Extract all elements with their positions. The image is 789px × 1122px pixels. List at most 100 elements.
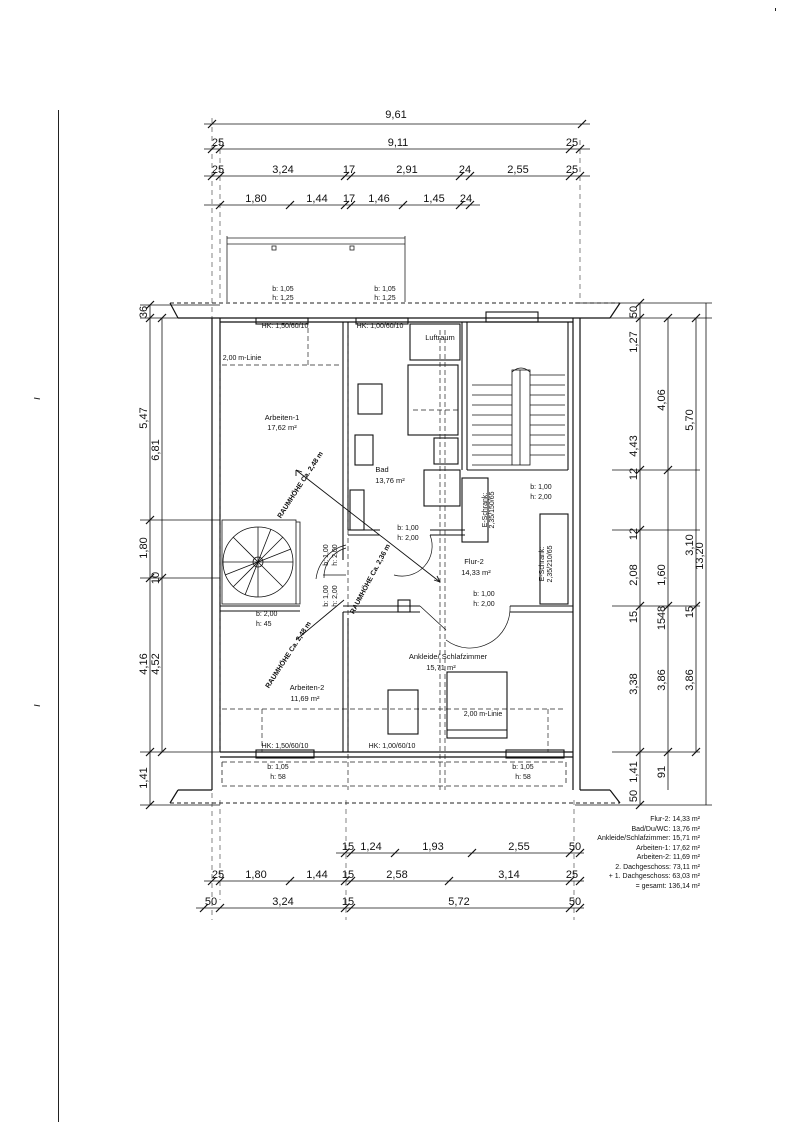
- dim-top-r3-f: 2,55: [507, 164, 528, 176]
- dim-bot-r1-e: 50: [569, 841, 581, 853]
- dim-bot-r1-a: 15: [342, 841, 354, 853]
- dim-right-c3-4: 3,86: [684, 669, 696, 690]
- door-ank-b: b: 1,00: [473, 591, 495, 598]
- left-dimensions: [140, 300, 220, 810]
- dim-bot-r1-b: 1,24: [360, 841, 381, 853]
- dim-top-r4-e: 1,45: [423, 193, 444, 205]
- line-2m-bottom: 2,00 m-Linie: [464, 711, 503, 718]
- door-flur-top-h: h: 2,00: [530, 494, 552, 501]
- dim-left-outer-5: 1,41: [138, 767, 150, 788]
- room-luftraum: Luftraum: [425, 333, 455, 342]
- room-arbeiten2-name: Arbeiten-2: [290, 683, 325, 692]
- dim-right-c2-1: 4,06: [656, 389, 668, 410]
- dim-bot-r3-c: 15: [342, 896, 354, 908]
- dim-right-c1-2: 1,27: [628, 331, 640, 352]
- bottom-dimensions: [196, 848, 585, 913]
- dim-top-r2-a: 25: [212, 137, 224, 149]
- room-arbeiten1-area: 17,62 m²: [267, 423, 297, 432]
- area-row: Ankleide/Schlafzimmer: 15,71 m²: [597, 835, 700, 842]
- window-bottom-right-h: h: 58: [515, 774, 531, 781]
- dim-top-r4-d: 1,46: [368, 193, 389, 205]
- schrank1-title: E-Schrank:: [482, 493, 489, 528]
- door-arb1-h: h: 2,00: [332, 544, 339, 566]
- schrank2-size: 2,35/210/65: [547, 545, 554, 582]
- knee-wall-lines: [221, 364, 567, 787]
- dim-left-outer-2: 5,47: [138, 407, 150, 428]
- dim-bot-r2-c: 1,44: [306, 869, 327, 881]
- dim-bot-r3-e: 50: [569, 896, 581, 908]
- door-bad-b: b: 1,00: [397, 525, 419, 532]
- straight-stair: [472, 367, 565, 466]
- schrank1-size: 2,35/150/65: [489, 491, 496, 528]
- dim-bot-r3-a: 50: [205, 896, 217, 908]
- door-swings: [315, 534, 511, 649]
- room-bad-area: 13,76 m²: [375, 476, 405, 485]
- dim-top-r3-b: 3,24: [272, 164, 293, 176]
- door-arb1-b: b: 1,00: [323, 544, 330, 566]
- hk-bottom-mid: HK: 1,00/60/10: [369, 743, 416, 750]
- dim-left-inner-3: 4,52: [150, 653, 162, 674]
- dim-bot-r3-b: 3,24: [272, 896, 293, 908]
- area-row: Arbeiten-2: 11,69 m²: [636, 854, 700, 861]
- roof-edge: [170, 302, 620, 804]
- window-top-left-h: h: 1,25: [272, 295, 294, 302]
- door-ank-h: h: 2,00: [473, 601, 495, 608]
- window-bottom-right-b: b: 1,05: [512, 764, 534, 771]
- dim-right-c1-4: 12: [628, 468, 640, 480]
- line-2m-top: 2,00 m-Linie: [223, 355, 262, 362]
- dim-right-c3-3: 15: [684, 606, 696, 618]
- ceiling-height-1: RAUMHÖHE Ca. 2,48 m: [275, 450, 325, 520]
- dim-top-r4-b: 1,44: [306, 193, 327, 205]
- area-row: Bad/Du/WC: 13,76 m²: [631, 825, 700, 833]
- dim-top-r3-d: 2,91: [396, 164, 417, 176]
- dim-bot-r2-f: 3,14: [498, 869, 519, 881]
- dim-left-outer-3: 1,80: [138, 537, 150, 558]
- dim-bot-r1-c: 1,93: [422, 841, 443, 853]
- dim-right-c1-8: 3,38: [628, 673, 640, 694]
- ceiling-arrows: [295, 469, 441, 641]
- spiral-stair: [221, 519, 301, 605]
- dim-right-c2-6: 91: [656, 766, 668, 778]
- dim-right-c2-2: 1,60: [656, 564, 668, 585]
- dim-left-inner-2: 10: [150, 572, 162, 584]
- dim-right-c1-1: 50: [628, 306, 640, 318]
- stair-h: h: 45: [256, 621, 272, 628]
- dim-left-outer-4: 4,16: [138, 653, 150, 674]
- room-flur2-name: Flur-2: [464, 557, 484, 566]
- dim-top-r3-a: 25: [212, 164, 224, 176]
- dim-bot-r3-d: 5,72: [448, 896, 469, 908]
- dim-right-c1-6: 2,08: [628, 564, 640, 585]
- area-row: + 1. Dachgeschoss: 63,03 m²: [608, 873, 700, 880]
- room-bad-name: Bad: [375, 465, 388, 474]
- dim-bot-r2-b: 1,80: [245, 869, 266, 881]
- area-summary: Flur-2: 14,33 m² Bad/Du/WC: 13,76 m² Ank…: [560, 815, 700, 891]
- dim-bot-r2-d: 15: [342, 869, 354, 881]
- hk-top-left: HK: 1,50/60/10: [262, 323, 309, 330]
- dim-top-r3-g: 25: [566, 164, 578, 176]
- hk-bottom-left: HK: 1,50/60/10: [262, 743, 309, 750]
- door-bad-h: h: 2,00: [397, 535, 419, 542]
- door-arb2-b: b: 1,00: [323, 585, 330, 607]
- room-ankleide-name: Ankleide/ Schlafzimmer: [409, 652, 488, 661]
- dim-right-c1-7: 15: [628, 611, 640, 623]
- dim-right-c2-5: 3,86: [656, 669, 668, 690]
- dim-top-r3-e: 24: [459, 164, 471, 176]
- right-dimensions: [575, 298, 712, 810]
- dim-right-c2-4: 15: [656, 618, 668, 630]
- stair-b: b: 2,00: [256, 611, 278, 618]
- dim-right-c3-2: 3,10: [684, 534, 696, 555]
- dim-right-c1-3: 4,43: [628, 435, 640, 456]
- corner-dot: [775, 8, 776, 11]
- room-flur2-area: 14,33 m²: [461, 568, 491, 577]
- area-row: 2. Dachgeschoss: 73,11 m²: [615, 863, 700, 871]
- room-arbeiten2-area: 11,69 m²: [290, 694, 320, 703]
- dim-top-r4-f: 24: [460, 193, 472, 205]
- room-ankleide-area: 15,71 m²: [426, 663, 456, 672]
- ceiling-height-2: RAUMHÖHE Ca. 2,36 m: [348, 542, 392, 615]
- area-row: = gesamt: 136,14 m²: [635, 882, 700, 890]
- dim-right-c3-1: 5,70: [684, 409, 696, 430]
- dim-left-inner-1: 6,81: [150, 439, 162, 460]
- dormer-outline: [226, 236, 406, 302]
- hidden-lines: [219, 328, 549, 790]
